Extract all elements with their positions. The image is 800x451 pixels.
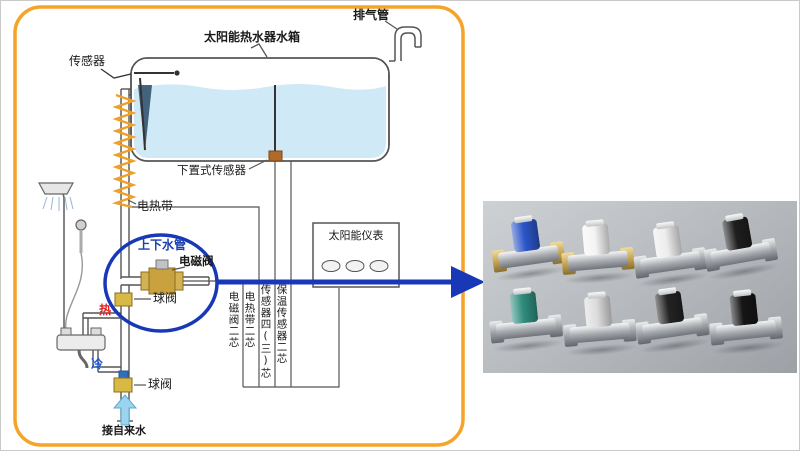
pointer-arrow-head (451, 266, 485, 298)
valve-photo-7 (631, 284, 712, 356)
valve-photo-5 (486, 285, 565, 355)
label-cold: 冷 (91, 357, 104, 371)
label-water-pipe: 上下水管 (138, 238, 187, 252)
wire-label-heating: 电热带二芯 (243, 291, 256, 349)
ball-valve-bottom (113, 370, 133, 393)
valve-photo-4 (699, 209, 781, 283)
mixer-faucet (56, 334, 106, 351)
valve-coil (583, 294, 613, 329)
controller-button (345, 260, 365, 272)
wire-label-sensor: 传感器四(三)芯 (259, 284, 272, 379)
controller-box (312, 222, 400, 288)
heating-tape-leader (127, 199, 137, 205)
solenoid-leader (171, 266, 186, 271)
valve-photo-1 (487, 212, 568, 284)
valves-photo (483, 201, 797, 373)
label-exhaust-pipe: 排气管 (353, 8, 390, 22)
ball-valve-top (114, 292, 133, 307)
valve-photo-6 (561, 290, 638, 359)
valve-coil (581, 222, 611, 257)
label-hot: 热 (99, 303, 112, 317)
label-ball-valve-top: 球阀 (153, 291, 178, 305)
bottom-sensor (248, 85, 283, 170)
valve-photo-2 (559, 218, 636, 287)
tank-label-leader (250, 43, 268, 58)
tank-water (134, 84, 386, 158)
controller-button (321, 260, 341, 272)
label-heating-tape: 电热带 (137, 199, 174, 213)
hot-cold-branch-pipes (82, 312, 121, 373)
label-tap-water: 接自来水 (102, 424, 146, 437)
controller-button (369, 260, 389, 272)
heating-tape-coil (111, 93, 137, 209)
shower-spray (42, 196, 74, 211)
valve-coil (652, 224, 683, 259)
inlet-arrow (112, 394, 138, 426)
exhaust-label-leader (384, 20, 398, 30)
shower-head (37, 182, 75, 195)
valve-photo-8 (706, 287, 785, 357)
label-bottom-sensor: 下置式传感器 (177, 163, 246, 177)
tank-outline (130, 57, 390, 162)
valve-coil (729, 292, 759, 327)
label-sensor: 传感器 (69, 54, 106, 68)
wire-label-solenoid: 电磁阀二芯 (227, 291, 240, 349)
faucet-spout (77, 349, 89, 369)
wire-label-insulation: 保温传感器二芯 (275, 284, 288, 365)
valve-coil (510, 218, 541, 253)
hand-shower-head (75, 219, 87, 231)
solenoid-valve (140, 259, 184, 295)
label-controller: 太阳能仪表 (328, 229, 384, 242)
water-tank (130, 57, 390, 162)
valve-photo-3 (629, 218, 710, 290)
shower-hose (65, 252, 83, 336)
label-tank: 太阳能热水器水箱 (204, 30, 301, 44)
top-sensor (100, 68, 180, 151)
diagram-border (13, 5, 465, 447)
label-solenoid-valve: 电磁阀 (179, 254, 214, 268)
exhaust-pipe (389, 26, 422, 62)
shower-set (37, 182, 106, 369)
valve-coil (509, 290, 539, 325)
valve-coil (654, 290, 685, 325)
label-ball-valve-bottom: 球阀 (148, 377, 173, 391)
